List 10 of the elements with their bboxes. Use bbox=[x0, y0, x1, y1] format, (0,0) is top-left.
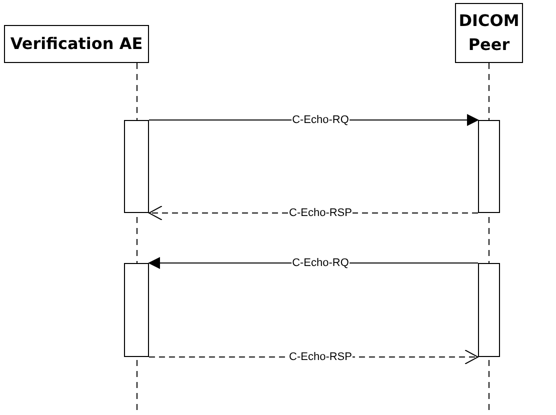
activation-bar bbox=[478, 120, 500, 213]
participant-box: DICOM Peer bbox=[455, 3, 523, 63]
edge-label: C-Echo-RSP bbox=[288, 207, 353, 219]
activation-bar bbox=[124, 120, 149, 213]
activation-bar bbox=[478, 263, 500, 357]
edge-label: C-Echo-RQ bbox=[291, 257, 350, 269]
edge-label: C-Echo-RQ bbox=[291, 114, 350, 126]
edge-label: C-Echo-RSP bbox=[288, 351, 353, 363]
activation-bar bbox=[124, 263, 149, 357]
participant-box: Verification AE bbox=[4, 25, 149, 63]
